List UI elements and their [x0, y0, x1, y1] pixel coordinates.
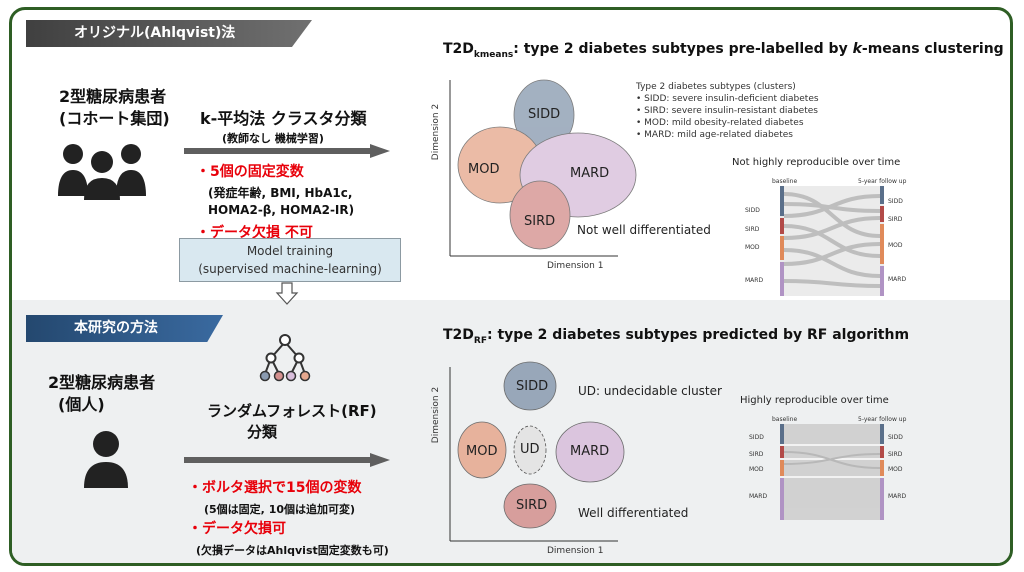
down-hollow-arrow [275, 282, 299, 305]
kmeans-title-rest: : type 2 diabetes subtypes pre-labelled … [513, 41, 853, 57]
rf-flow-title: Highly reproducible over time [740, 395, 889, 406]
rf-cluster-sidd: SIDD [516, 379, 549, 394]
individual-patient-line2: (個人) [58, 395, 105, 414]
rf-alluvial-plot [780, 424, 884, 520]
group-people-icon [58, 144, 146, 200]
legend-item-sird: SIRD: severe insulin-resistant diabetes [644, 106, 818, 116]
kmeans-method-sub: (教師なし 機械学習) [222, 132, 324, 145]
kmeans-title-k: k [852, 41, 862, 57]
boruta-variables-bullet: ・ボルタ選択で15個の変数 [188, 480, 362, 496]
top-arrow-right [184, 144, 390, 158]
fixed-variables-list-2: HOMA2-β, HOMA2-IR) [208, 203, 355, 217]
rf-flow-left-mard: MARD [749, 493, 768, 500]
bottom-arrow-right [184, 453, 390, 467]
kmeans-flow-right-sidd: SIDD [888, 198, 903, 205]
legend-item-mard: MARD: mild age-related diabetes [644, 130, 793, 140]
kmeans-title-sub: kmeans [473, 49, 514, 60]
individual-patient-label: 2型糖尿病患者 (個人) [48, 372, 155, 416]
model-training-line1: Model training [246, 244, 334, 258]
kmeans-flow-right-sird: SIRD [888, 216, 903, 223]
rf-cluster-mard: MARD [570, 444, 610, 459]
figure-frame: オリジナル(Ahlqvist)法 2型糖尿病患者 (コホート集団) k-平均法 … [9, 7, 1013, 566]
rf-flow-right-mod: MOD [888, 466, 903, 473]
kmeans-flow-left-mard: MARD [745, 277, 764, 284]
rf-method-line2: 分類 [247, 423, 278, 441]
rf-title-main: T2D [443, 327, 474, 343]
decision-tree-icon [259, 334, 311, 382]
subtype-legend: Type 2 diabetes subtypes (clusters) • SI… [636, 81, 819, 141]
fixed-variables-list-1: (発症年齢, BMI, HbA1c, [208, 186, 353, 200]
rf-flow-left-sird: SIRD [749, 451, 764, 458]
model-training-line2: (supervised machine-learning) [198, 262, 382, 276]
missing-data-not-allowed: ・データ欠損 不可 [196, 225, 313, 241]
rf-figure-title: T2DRF: type 2 diabetes subtypes predicte… [443, 327, 909, 346]
cohort-patients-line1: 2型糖尿病患者 [59, 87, 167, 106]
rf-note: Well differentiated [578, 506, 689, 520]
kmeans-y-axis-label: Dimension 2 [431, 103, 442, 161]
this-study-method-tag: 本研究の方法 [26, 315, 223, 342]
rf-cluster-sird: SIRD [516, 498, 548, 513]
kmeans-note: Not well differentiated [577, 223, 711, 237]
kmeans-flow-followup: 5-year follow up [858, 178, 907, 185]
cohort-patients-line2: (コホート集団) [59, 109, 170, 128]
legend-item-mod: MOD: mild obesity-related diabetes [644, 118, 804, 128]
fixed-variables-bullet: ・5個の固定変数 [196, 164, 304, 180]
rf-title-sub: RF [473, 335, 487, 346]
rf-y-axis-label: Dimension 2 [431, 386, 442, 444]
rf-flow-baseline: baseline [772, 416, 798, 423]
subtype-legend-item: • MARD: mild age-related diabetes [636, 130, 793, 140]
rf-cluster-mod: MOD [466, 444, 498, 459]
missing-data-sub: (欠損データはAhlqvist固定変数も可) [196, 544, 389, 557]
kmeans-cluster-venn [457, 79, 637, 250]
kmeans-flow-left-sird: SIRD [745, 226, 760, 233]
kmeans-flow-left-mod: MOD [745, 244, 760, 251]
rf-flow-followup: 5-year follow up [858, 416, 907, 423]
kmeans-flow-baseline: baseline [772, 178, 798, 185]
rf-flow-left-sidd: SIDD [749, 434, 764, 441]
rf-cluster-bubbles [457, 361, 625, 529]
kmeans-cluster-sidd: SIDD [528, 107, 561, 122]
cohort-patients-label: 2型糖尿病患者 (コホート集団) [59, 86, 170, 130]
single-person-icon [84, 431, 128, 488]
rf-axes [449, 367, 618, 542]
subtype-legend-item: • MOD: mild obesity-related diabetes [636, 118, 804, 128]
legend-item-sidd: SIDD: severe insulin-deficient diabetes [644, 94, 819, 104]
subtype-legend-item: • SIDD: severe insulin-deficient diabete… [636, 94, 819, 104]
kmeans-flow-left-sidd: SIDD [745, 207, 760, 214]
kmeans-flow-title: Not highly reproducible over time [732, 157, 901, 168]
rf-flow-right-mard: MARD [888, 493, 907, 500]
rf-title-rest: : type 2 diabetes subtypes predicted by … [487, 327, 910, 343]
kmeans-method-title: k-平均法 クラスタ分類 [200, 109, 367, 128]
kmeans-cluster-sird: SIRD [524, 214, 556, 229]
subtype-legend-title: Type 2 diabetes subtypes (clusters) [636, 82, 796, 92]
kmeans-title-main: T2D [443, 41, 474, 57]
rf-method-line1: ランダムフォレスト(RF) [207, 402, 377, 420]
kmeans-axes [449, 80, 618, 257]
kmeans-cluster-mard: MARD [570, 166, 610, 181]
rf-flow-right-sird: SIRD [888, 451, 903, 458]
rf-flow-right-sidd: SIDD [888, 434, 903, 441]
missing-data-allowed: ・データ欠損可 [188, 521, 286, 537]
original-method-tag: オリジナル(Ahlqvist)法 [26, 20, 312, 47]
boruta-variables-sub: (5個は固定, 10個は追加可変) [204, 503, 356, 516]
rf-flow-left-mod: MOD [749, 466, 764, 473]
rf-ud-note: UD: undecidable cluster [578, 384, 722, 398]
individual-patient-line1: 2型糖尿病患者 [48, 373, 156, 392]
subtype-legend-item: • SIRD: severe insulin-resistant diabete… [636, 106, 818, 116]
kmeans-figure-title: T2Dkmeans: type 2 diabetes subtypes pre-… [443, 41, 1004, 60]
model-training-box: Model training (supervised machine-learn… [179, 238, 401, 282]
kmeans-alluvial-plot [780, 186, 884, 296]
kmeans-flow-right-mod: MOD [888, 242, 903, 249]
kmeans-title-end: -means clustering [861, 41, 1004, 57]
kmeans-cluster-mod: MOD [468, 162, 500, 177]
rf-x-axis-label: Dimension 1 [547, 546, 604, 556]
kmeans-x-axis-label: Dimension 1 [547, 261, 604, 271]
rf-cluster-ud: UD [520, 442, 540, 457]
kmeans-flow-right-mard: MARD [888, 276, 907, 283]
